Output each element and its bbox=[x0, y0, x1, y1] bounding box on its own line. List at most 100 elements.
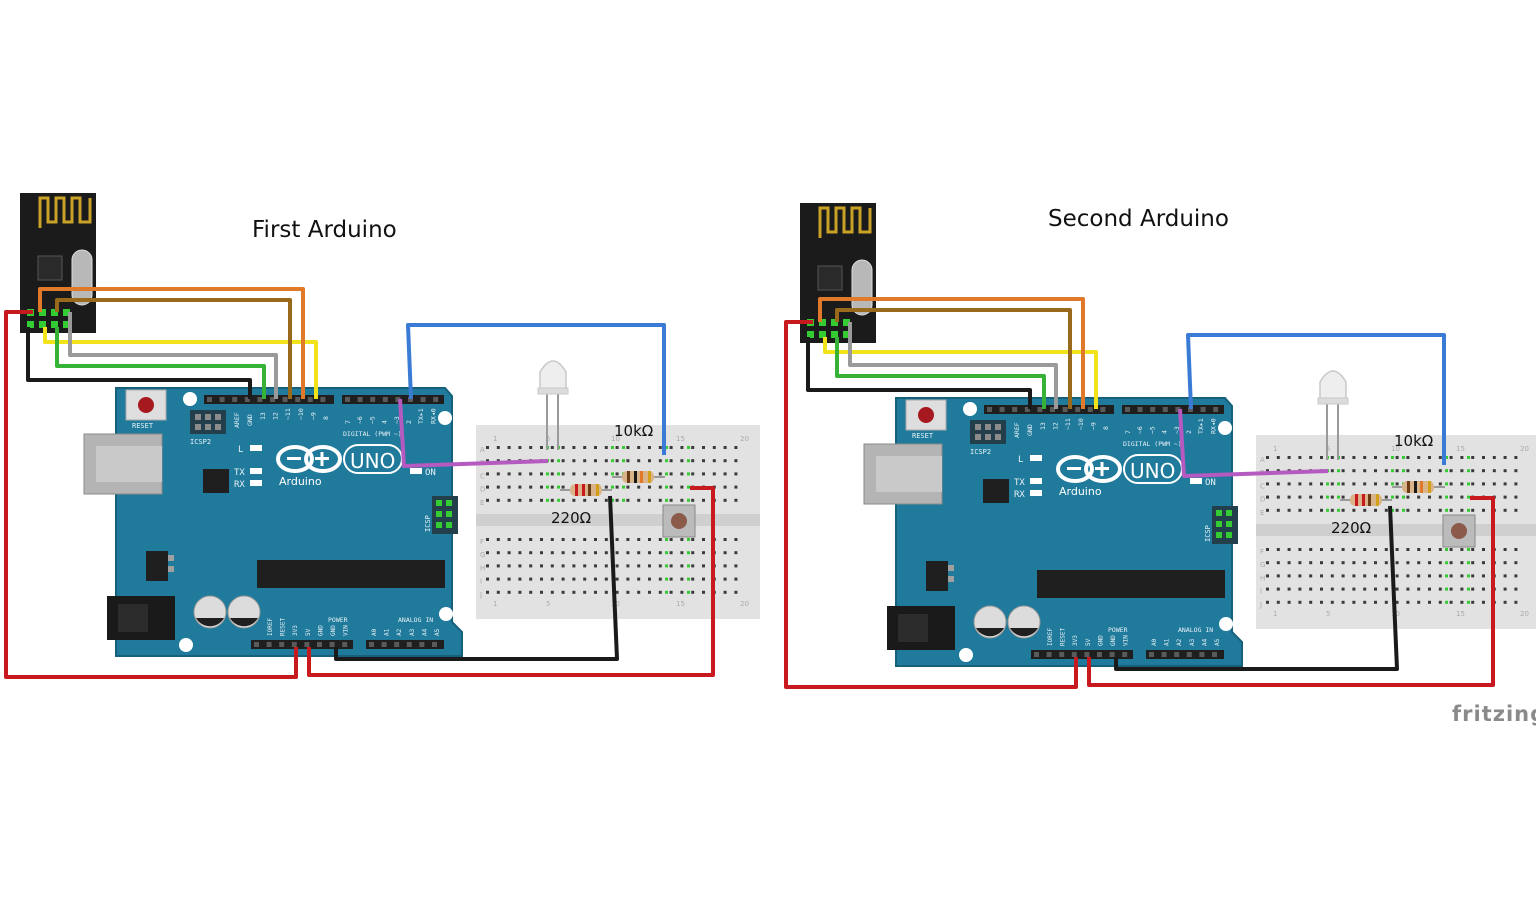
nrf24-pin bbox=[843, 319, 850, 326]
breadboard-row-letter: D bbox=[1260, 496, 1265, 504]
breadboard-hole bbox=[486, 590, 489, 594]
breadboard-hole bbox=[1341, 495, 1345, 499]
icsp-pin bbox=[436, 522, 442, 528]
breadboard-hole bbox=[1341, 587, 1345, 591]
breadboard-hole bbox=[1363, 482, 1367, 486]
breadboard-row-letter: H bbox=[480, 564, 485, 572]
breadboard-hole bbox=[561, 459, 565, 463]
header-pin bbox=[282, 397, 288, 402]
header-pin bbox=[295, 397, 301, 402]
icsp2-pin bbox=[985, 434, 991, 440]
breadboard-row-letter: J bbox=[1259, 601, 1262, 609]
breadboard-hole-active bbox=[1391, 456, 1394, 459]
reset-label: RESET bbox=[912, 432, 934, 440]
breadboard-hole bbox=[1395, 482, 1399, 486]
breadboard-hole-active bbox=[1445, 495, 1448, 499]
breadboard-hole bbox=[1438, 495, 1442, 499]
setup-title: Second Arduino bbox=[1048, 206, 1229, 232]
breadboard-hole bbox=[518, 564, 522, 568]
breadboard-hole bbox=[561, 564, 565, 568]
logo-infinity-right bbox=[304, 445, 342, 473]
breadboard-hole bbox=[702, 564, 705, 568]
usb-chip bbox=[203, 469, 229, 493]
breadboard-hole-active bbox=[1391, 495, 1394, 499]
header-pin bbox=[394, 642, 400, 647]
icsp2-pin bbox=[995, 424, 1001, 430]
breadboard-hole bbox=[648, 577, 651, 581]
breadboard-hole bbox=[658, 551, 662, 555]
breadboard-hole bbox=[1417, 469, 1421, 473]
push-button bbox=[1442, 514, 1476, 548]
breadboard-hole-active bbox=[687, 564, 690, 568]
mounting-hole bbox=[438, 411, 452, 425]
breadboard-hole bbox=[1330, 482, 1334, 486]
breadboard-hole bbox=[1460, 495, 1464, 499]
icsp2-header bbox=[970, 420, 1006, 444]
breadboard-hole bbox=[1266, 574, 1269, 578]
resistor-band bbox=[596, 484, 599, 496]
analog-pin-label: A0 bbox=[371, 628, 378, 636]
breadboard-hole bbox=[604, 577, 608, 581]
led-tx bbox=[1030, 478, 1042, 484]
icsp2-pin bbox=[975, 434, 981, 440]
icsp-pin bbox=[1216, 532, 1222, 538]
header-pin bbox=[329, 642, 335, 647]
header-pin bbox=[270, 397, 275, 402]
breadboard-hole bbox=[1438, 469, 1442, 473]
breadboard-hole bbox=[637, 459, 641, 463]
breadboard-hole bbox=[594, 551, 597, 555]
header-pin bbox=[232, 397, 238, 402]
resistor-band bbox=[634, 471, 637, 483]
wire-csn bbox=[835, 308, 1072, 409]
breadboard-hole bbox=[1352, 574, 1356, 578]
digital-pin-label: 7 bbox=[344, 420, 352, 424]
breadboard-hole bbox=[496, 459, 500, 463]
breadboard-hole-active bbox=[546, 472, 549, 476]
led bbox=[537, 360, 569, 450]
breadboard-hole bbox=[1471, 456, 1475, 459]
setup-title: First Arduino bbox=[252, 217, 397, 243]
breadboard-hole bbox=[691, 459, 695, 463]
power-pin-label: RESET bbox=[1060, 628, 1067, 646]
power-header bbox=[1031, 650, 1133, 659]
breadboard-row-letter: C bbox=[480, 472, 485, 480]
breadboard-hole bbox=[1395, 587, 1399, 591]
power-pin-label: GND bbox=[1110, 635, 1117, 646]
resistor-band bbox=[1428, 481, 1431, 493]
resistor-10k-label: 10kΩ bbox=[1394, 432, 1433, 450]
breadboard-col-number: 15 bbox=[676, 435, 685, 443]
breadboard-hole bbox=[669, 590, 673, 594]
breadboard-col-number: 20 bbox=[1520, 445, 1529, 453]
breadboard-hole bbox=[1406, 574, 1410, 578]
breadboard-hole bbox=[486, 446, 489, 449]
breadboard-hole-active bbox=[1337, 469, 1340, 473]
digital-pin-label: ~5 bbox=[1148, 426, 1156, 434]
breadboard-col-number: 10 bbox=[611, 435, 620, 443]
header-pin bbox=[420, 397, 426, 402]
digital-pin-label: ~11 bbox=[1064, 418, 1072, 430]
nrf24-pin bbox=[819, 331, 826, 338]
breadboard-hole bbox=[1320, 600, 1323, 604]
led-on-label: ON bbox=[425, 468, 436, 478]
breadboard-hole-active bbox=[611, 498, 614, 502]
breadboard-hole bbox=[1298, 587, 1302, 591]
reset-button-cap bbox=[918, 407, 934, 423]
breadboard-hole bbox=[1341, 482, 1345, 486]
breadboard-hole-active bbox=[622, 459, 625, 463]
breadboard-hole bbox=[658, 498, 662, 502]
digital-pin-label: 4 bbox=[381, 420, 389, 424]
breadboard-hole bbox=[507, 446, 511, 449]
breadboard-hole-active bbox=[1337, 482, 1340, 486]
breadboard-hole bbox=[723, 485, 727, 489]
breadboard-hole bbox=[1298, 561, 1302, 565]
breadboard-hole-active bbox=[665, 446, 668, 449]
breadboard-hole-active bbox=[1467, 482, 1470, 486]
breadboard-hole bbox=[1482, 561, 1485, 565]
header-pin bbox=[382, 397, 388, 402]
digital-pin-label: 12 bbox=[272, 412, 280, 420]
capacitor-stripe bbox=[1010, 628, 1038, 637]
breadboard-hole bbox=[1460, 469, 1464, 473]
breadboard-hole bbox=[680, 472, 684, 476]
resistor-band bbox=[1420, 481, 1423, 493]
